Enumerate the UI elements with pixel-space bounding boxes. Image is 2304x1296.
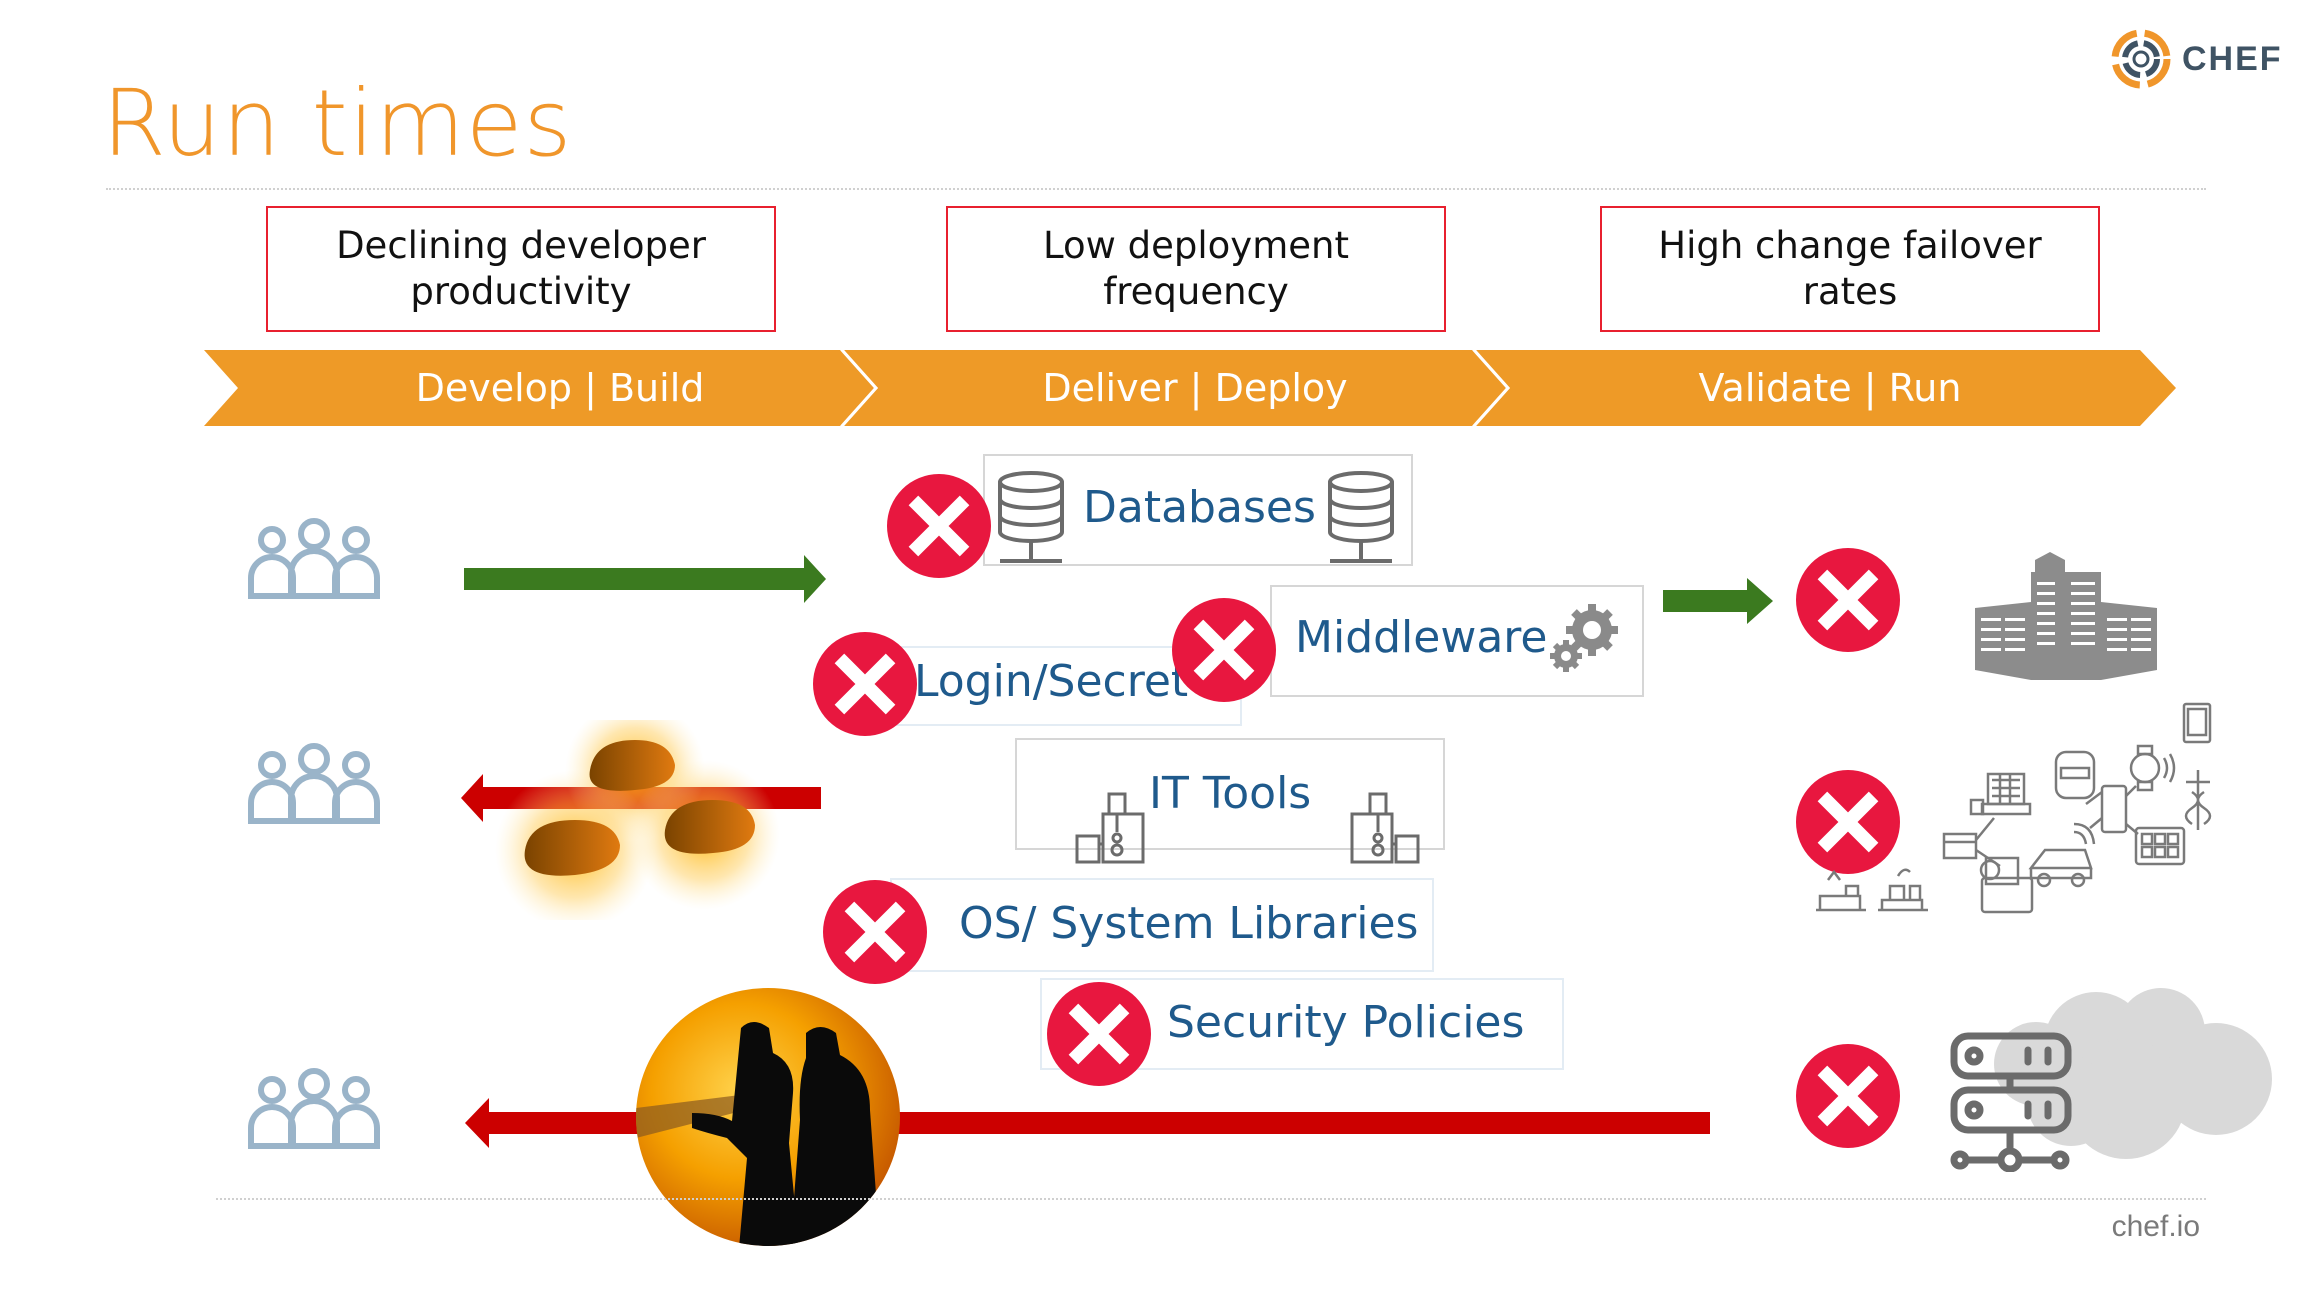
fail-icon-databases: [887, 474, 991, 578]
server-rack-icon: [1950, 1032, 2072, 1172]
hot-potatoes-image: [495, 720, 780, 920]
stage-chevron-bar: [204, 350, 2176, 426]
fail-icon-security-policies: [1047, 982, 1151, 1086]
item-label-os-system-libraries: OS/ System Libraries: [959, 898, 1419, 949]
smartphone-icon: [2100, 784, 2128, 834]
cloud-icon: [1994, 988, 2272, 1159]
caduceus-icon: [2184, 770, 2212, 830]
shop-icon: [1984, 856, 2020, 886]
connected-car-icon: [2028, 848, 2093, 880]
item-label-it-tools: IT Tools: [1149, 768, 1312, 819]
slide-title: Run times: [102, 70, 573, 177]
problem-line1: Low deployment: [1043, 224, 1349, 267]
item-box-databases: [983, 454, 1413, 566]
database-icon: [1328, 471, 1394, 563]
fail-icon-middleware: [1172, 598, 1276, 702]
gears-icon: [1550, 604, 1618, 672]
item-box-os-system-libraries: [890, 878, 1434, 972]
juicer-icon: [1075, 792, 1145, 864]
factory-robot-icon: [1816, 869, 1866, 912]
item-label-middleware: Middleware: [1295, 612, 1548, 663]
footer-divider: [216, 1198, 2206, 1200]
fail-icon-os-system-libraries: [823, 880, 927, 984]
fail-icon-login-secret: [813, 632, 917, 736]
chef-logo-text: CHEF: [2182, 39, 2283, 78]
stage-label-validate-run: Validate | Run: [1698, 365, 1962, 410]
fail-icon-cloud: [1796, 1044, 1900, 1148]
problem-line1: High change failover: [1658, 224, 2042, 267]
credit-card-icon: [1942, 832, 1978, 860]
problem-line1: Declining developer: [336, 224, 706, 267]
problem-line2: frequency: [1103, 270, 1289, 313]
stage-label-deliver-deploy: Deliver | Deploy: [1042, 365, 1348, 410]
slot-machine-icon: [2054, 750, 2096, 800]
problem-line2: rates: [1802, 270, 1898, 313]
smart-home-panel-icon: [2134, 826, 2186, 866]
chevron-validate-run: [1476, 350, 2176, 426]
juicer-icon: [1350, 792, 1420, 864]
fail-icon-iot: [1796, 770, 1900, 874]
item-label-login-secret: Login/Secret: [914, 656, 1189, 707]
chef-logo-icon: [2111, 29, 2171, 89]
footer-url[interactable]: chef.io: [2111, 1210, 2200, 1243]
smartwatch-icon: [2129, 752, 2161, 784]
problem-line2: productivity: [410, 270, 632, 313]
team-icon: [248, 1068, 380, 1149]
stage-label-develop-build: Develop | Build: [415, 365, 705, 410]
forward-arrow-green-small: [1663, 578, 1773, 624]
robot-arm-icon: [1878, 868, 1928, 912]
chef-logo: CHEF: [2110, 24, 2300, 94]
iot-devices-icon: [1816, 702, 2212, 914]
item-label-security-policies: Security Policies: [1167, 997, 1525, 1048]
database-icon: [998, 471, 1064, 563]
firefighters-image: [636, 988, 900, 1246]
team-icon: [248, 743, 380, 824]
team-icon: [248, 518, 380, 599]
enterprise-building-icon: [1975, 552, 2157, 680]
item-label-databases: Databases: [1083, 482, 1316, 533]
backward-arrow-red-long: [465, 1098, 1710, 1148]
chevron-deliver-deploy: [844, 350, 1506, 426]
title-divider: [106, 188, 2206, 190]
tablet-icon: [2182, 702, 2212, 744]
forward-arrow-green: [464, 555, 826, 603]
chevron-develop-build: [204, 350, 874, 426]
fail-icon-enterprise: [1796, 548, 1900, 652]
